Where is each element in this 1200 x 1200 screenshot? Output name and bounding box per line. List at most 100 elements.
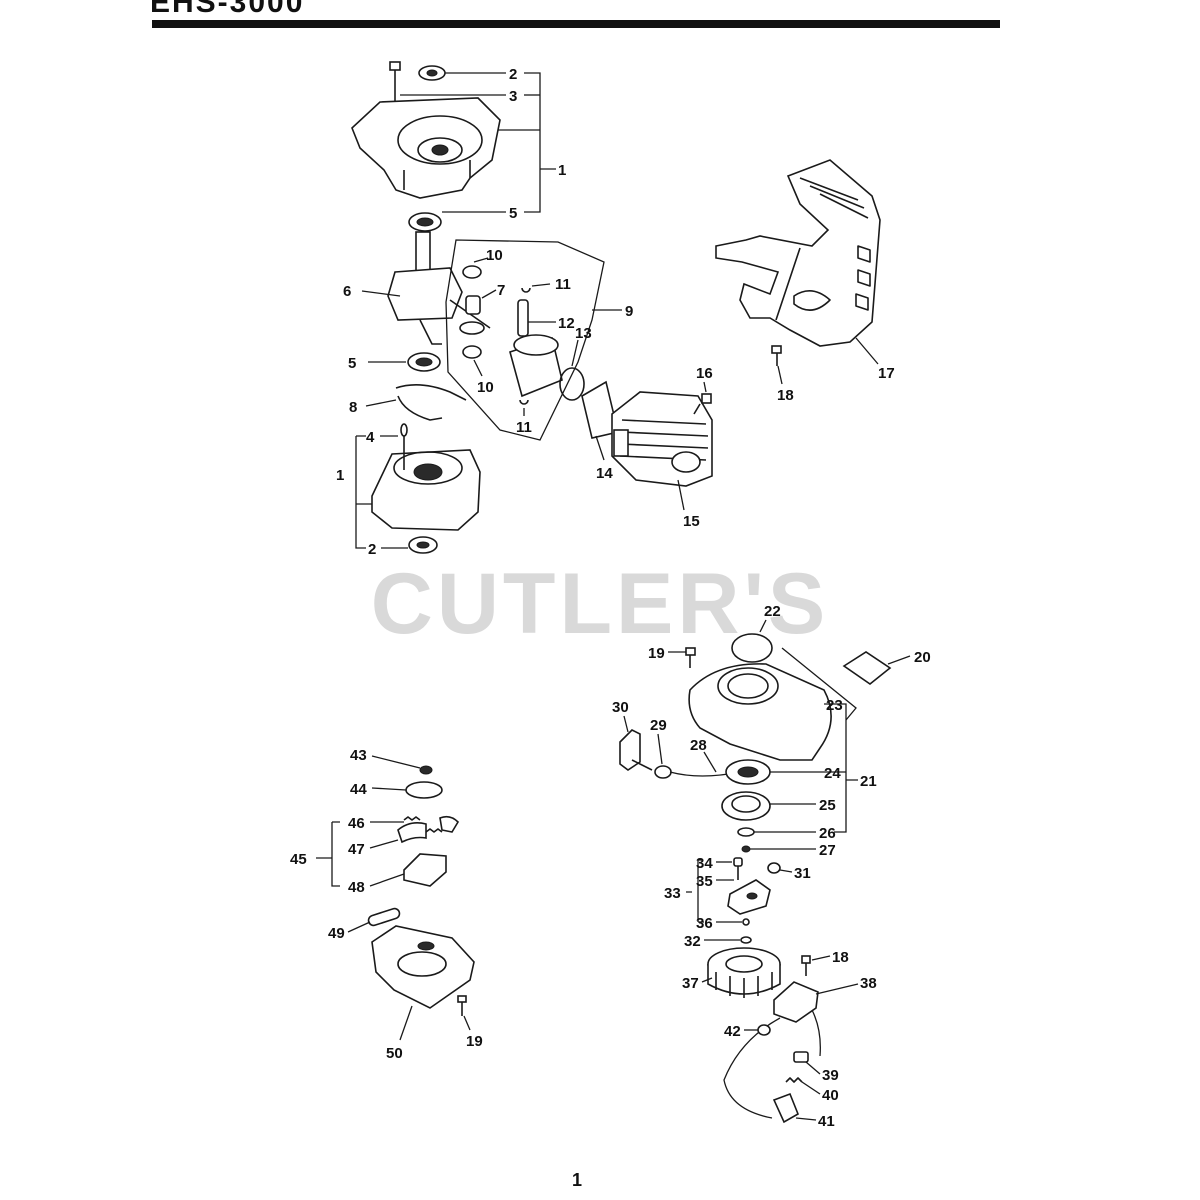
callout-43: 43: [350, 747, 367, 764]
callout-5: 5: [348, 355, 356, 372]
callout-23: 23: [826, 697, 843, 714]
bearing-part: [408, 212, 442, 232]
callout-8: 8: [349, 399, 357, 416]
callout-28: 28: [690, 737, 707, 754]
label-sticker-part: [731, 633, 773, 663]
callout-7: 7: [497, 282, 505, 299]
nut-part: [419, 765, 433, 775]
callout-36: 36: [696, 915, 713, 932]
callout-11: 11: [555, 276, 571, 293]
callout-48: 48: [348, 879, 365, 896]
bolt-part: [693, 393, 712, 415]
needle-bearing-part: [465, 295, 481, 315]
callout-49: 49: [328, 925, 345, 942]
gasket-part: [367, 907, 401, 927]
callout-20: 20: [914, 649, 931, 666]
callout-labels: 2 3 1 5 10 11 6 7 9 12 13 5 10 8 11 4 1 …: [290, 66, 931, 1130]
callout-46: 46: [348, 815, 365, 832]
callout-39: 39: [822, 1067, 839, 1084]
oil-seal-part: [408, 536, 438, 554]
callout-26: 26: [819, 825, 836, 842]
seal-plate-part: [395, 384, 467, 421]
callout-1: 1: [558, 162, 566, 179]
callout-24: 24: [824, 765, 841, 782]
callout-6: 6: [343, 283, 351, 300]
callout-1: 1: [336, 467, 344, 484]
clutch-housing-part: [371, 925, 475, 1009]
callout-37: 37: [682, 975, 699, 992]
clutch-hub-part: [403, 853, 447, 887]
callout-18: 18: [777, 387, 794, 404]
callout-30: 30: [612, 699, 629, 716]
header-rule: [152, 20, 1000, 28]
screw-part: [741, 845, 751, 853]
callout-33: 33: [664, 885, 681, 902]
starter-handle-part: [619, 729, 653, 771]
callout-31: 31: [794, 865, 811, 882]
circlip-part: [521, 287, 531, 293]
washer-part: [462, 265, 482, 279]
callout-27: 27: [819, 842, 836, 859]
callout-18: 18: [832, 949, 849, 966]
crankshaft-part: [387, 231, 491, 345]
callout-16: 16: [696, 365, 713, 382]
nut-part: [757, 1024, 771, 1036]
piston-kit-outline: [445, 239, 605, 441]
nut-part: [767, 862, 781, 874]
callout-17: 17: [878, 365, 895, 382]
plug-spring-part: [785, 1077, 803, 1083]
clutch-shoe-part: [439, 815, 460, 833]
callout-9: 9: [625, 303, 633, 320]
callout-44: 44: [350, 781, 367, 798]
leader-lines: [316, 72, 911, 1121]
plug-cap-part: [772, 1092, 800, 1124]
piston-ring-part: [559, 367, 585, 401]
screw-part: [685, 647, 696, 668]
recoil-spring-part: [725, 759, 771, 785]
callout-42: 42: [724, 1023, 741, 1040]
callout-3: 3: [509, 88, 517, 105]
bolt-part: [771, 345, 782, 366]
callout-14: 14: [596, 465, 613, 482]
clutch-washer-part: [405, 781, 443, 799]
callout-2: 2: [509, 66, 517, 83]
callout-22: 22: [764, 603, 781, 620]
callout-50: 50: [386, 1045, 403, 1062]
rope-reel-part: [721, 791, 771, 821]
washer-part: [737, 827, 755, 837]
callout-47: 47: [348, 841, 365, 858]
callout-11: 11: [516, 419, 532, 436]
callout-40: 40: [822, 1087, 839, 1104]
callout-5: 5: [509, 205, 517, 222]
callout-41: 41: [818, 1113, 835, 1130]
oil-seal-part: [418, 65, 446, 81]
screw-part: [457, 995, 467, 1016]
starter-case-part: [688, 647, 857, 761]
callout-2: 2: [368, 541, 376, 558]
piston-part: [509, 334, 563, 398]
stop-switch-part: [793, 1051, 809, 1063]
crankcase-lower-part: [371, 449, 481, 531]
washer-part: [462, 345, 482, 359]
model-title: EHS-3000: [150, 0, 305, 19]
callout-35: 35: [696, 873, 713, 890]
circlip-part: [519, 399, 529, 405]
page-number: 1: [572, 1170, 583, 1190]
callout-10: 10: [486, 247, 503, 264]
piston-pin-part: [517, 299, 529, 337]
rope-guide-part: [654, 765, 672, 779]
callout-34: 34: [696, 855, 713, 872]
starter-pawl-part: [727, 857, 771, 926]
callout-38: 38: [860, 975, 877, 992]
callout-19: 19: [648, 645, 665, 662]
callout-32: 32: [684, 933, 701, 950]
callout-19: 19: [466, 1033, 483, 1050]
clutch-shoe-part: [397, 822, 427, 844]
washer-part: [740, 936, 752, 944]
o-ring-part: [400, 423, 408, 437]
callout-12: 12: [558, 315, 575, 332]
bolt-part: [801, 955, 811, 976]
clutch-spring-part: [403, 816, 443, 833]
